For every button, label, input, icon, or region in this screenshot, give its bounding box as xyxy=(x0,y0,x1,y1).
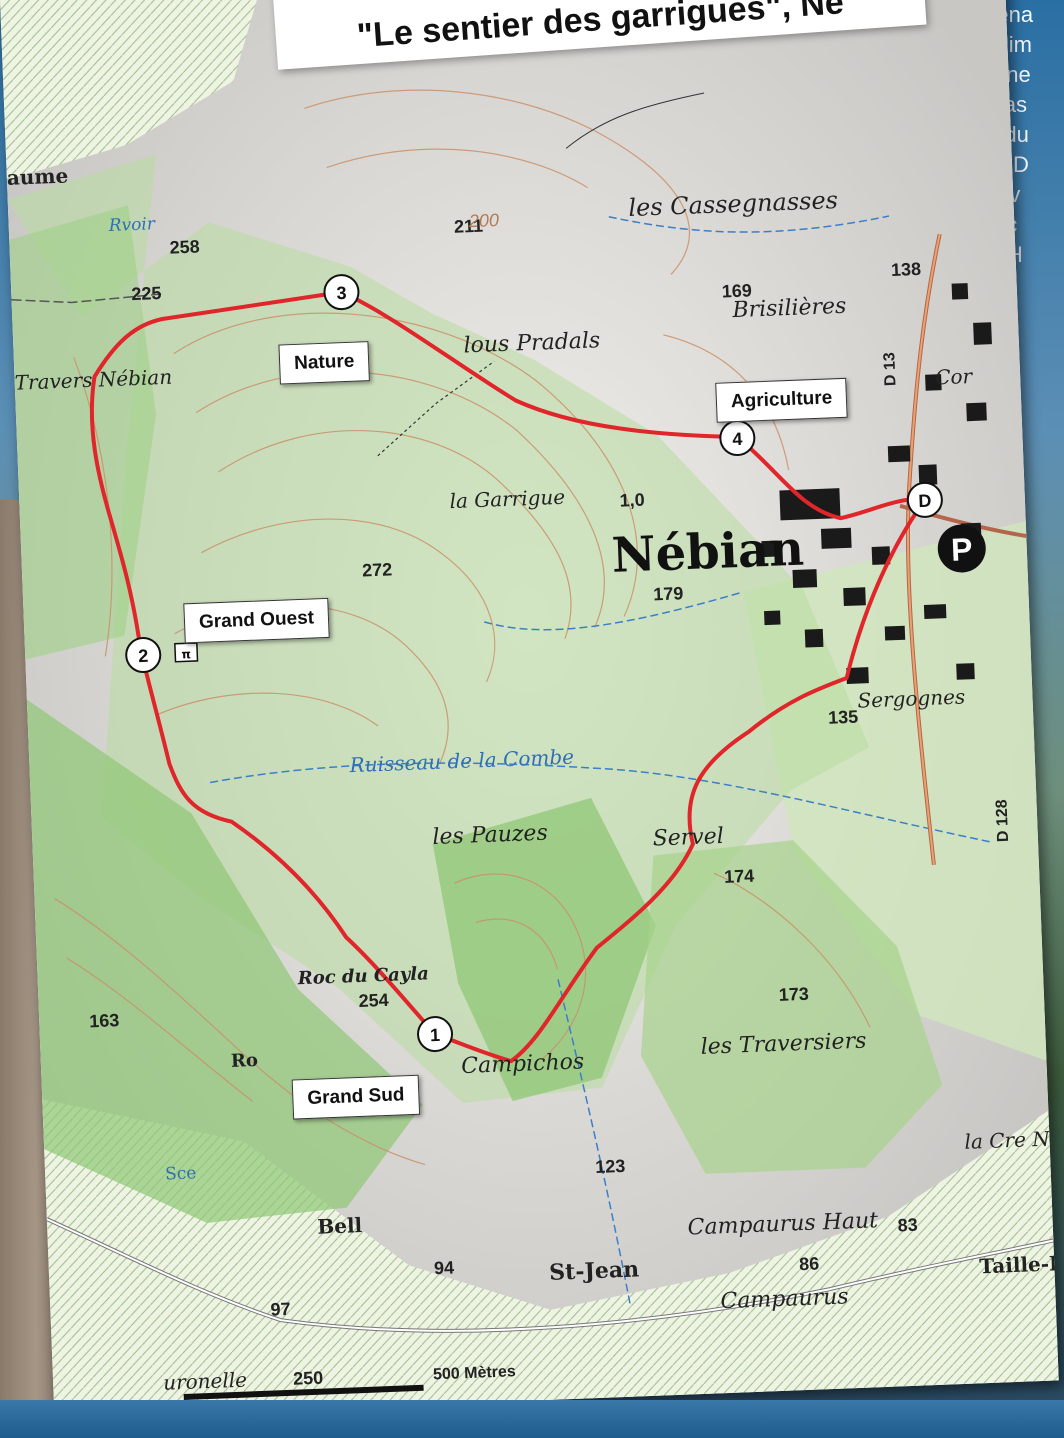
elevation-label: 86 xyxy=(799,1253,820,1274)
elevation-labels: 258 225 211 211 169 138 272 179 286 135 … xyxy=(89,11,922,1389)
elevation-label: 211 xyxy=(454,216,484,237)
place-name: la Garrigue xyxy=(449,485,565,513)
scale-bar: 500 Mètres xyxy=(183,1363,516,1400)
place-name: les Pauzes xyxy=(432,821,548,850)
vineyard-area xyxy=(42,1099,1059,1419)
waypoint-number: 3 xyxy=(336,283,347,303)
elevation-label: 174 xyxy=(724,866,755,887)
elevation-label: 258 xyxy=(169,237,200,258)
waypoint-label-grand-sud: Grand Sud xyxy=(291,1074,421,1120)
waypoint-marker-start[interactable]: D xyxy=(906,481,943,518)
waypoint-number: D xyxy=(918,491,932,511)
svg-text:π: π xyxy=(181,647,191,661)
place-name: Taille-F xyxy=(979,1251,1059,1278)
waypoint-number: 4 xyxy=(732,429,743,449)
road-label: D 13 xyxy=(881,352,899,387)
elevation-label: 272 xyxy=(362,559,393,580)
elevation-label: 97 xyxy=(270,1299,291,1320)
road-label: D 128 xyxy=(993,799,1012,842)
elevation-label: 163 xyxy=(89,1010,120,1031)
elevation-label: 1,0 xyxy=(619,490,645,511)
waypoint-marker-3[interactable]: 3 xyxy=(323,274,360,311)
elevation-label: 83 xyxy=(897,1215,918,1236)
contour-lines xyxy=(54,89,871,1166)
streams xyxy=(210,215,994,1307)
place-name: aume xyxy=(6,164,68,190)
elevation-label: 200 xyxy=(467,210,499,231)
elevation-label: 123 xyxy=(595,1156,626,1177)
waypoint-number: 1 xyxy=(430,1025,441,1045)
place-name: Campichos xyxy=(461,1049,585,1079)
waypoint-marker-2[interactable]: 2 xyxy=(125,636,162,673)
road-labels: D 128 D 13 xyxy=(881,352,1012,843)
parking-icon: P xyxy=(950,531,973,568)
scale-label: 500 Mètres xyxy=(433,1363,516,1383)
place-name: St-Jean xyxy=(549,1256,640,1285)
place-name: Sergognes xyxy=(857,684,966,712)
waypoint-number: 2 xyxy=(138,646,149,666)
waypoint-marker-1[interactable]: 1 xyxy=(417,1016,454,1053)
place-name: Cor xyxy=(935,364,974,389)
elevation-label: 179 xyxy=(653,583,684,604)
place-name: Ro xyxy=(231,1050,259,1072)
town-name-label: Nébian xyxy=(611,521,805,584)
place-name: lous Pradals xyxy=(463,328,601,358)
place-name: Bell xyxy=(317,1213,363,1239)
place-name: Brisilières xyxy=(731,294,847,323)
elevation-label: 94 xyxy=(434,1258,455,1279)
waypoint-circle xyxy=(417,1016,454,1053)
elevation-label: 173 xyxy=(778,984,809,1005)
elevation-label: 254 xyxy=(358,990,389,1011)
elevation-label: 169 xyxy=(721,280,752,301)
ruin-icon: π xyxy=(174,642,199,663)
place-name: Sce xyxy=(165,1163,197,1184)
elevation-label: 250 xyxy=(293,1368,324,1389)
elevation-label: 138 xyxy=(891,259,922,280)
parking-marker[interactable]: P xyxy=(937,524,987,574)
place-name: Rvoir xyxy=(107,214,156,236)
place-name: Campaurus xyxy=(720,1284,849,1314)
bottom-band xyxy=(0,1400,1064,1438)
waypoint-label-grand-ouest: Grand Ouest xyxy=(183,597,330,644)
elevation-label: 225 xyxy=(131,283,162,304)
place-name: Roc du Cayla xyxy=(296,963,429,989)
place-name: uronelle xyxy=(163,1368,248,1395)
forest-area xyxy=(641,840,943,1174)
waypoint-label-nature: Nature xyxy=(278,341,371,385)
waypoint-circle xyxy=(323,274,360,311)
place-name: la Cre Neuv xyxy=(964,1125,1059,1154)
waypoint-circle xyxy=(906,481,943,518)
parking-circle xyxy=(937,524,986,573)
place-name: Servel xyxy=(652,824,724,852)
elevation-label: 135 xyxy=(828,707,859,728)
waypoint-marker-4[interactable]: 4 xyxy=(719,420,756,457)
waypoint-label-agriculture: Agriculture xyxy=(715,377,849,423)
vineyard-area xyxy=(0,0,260,180)
waypoint-circle xyxy=(125,636,162,673)
